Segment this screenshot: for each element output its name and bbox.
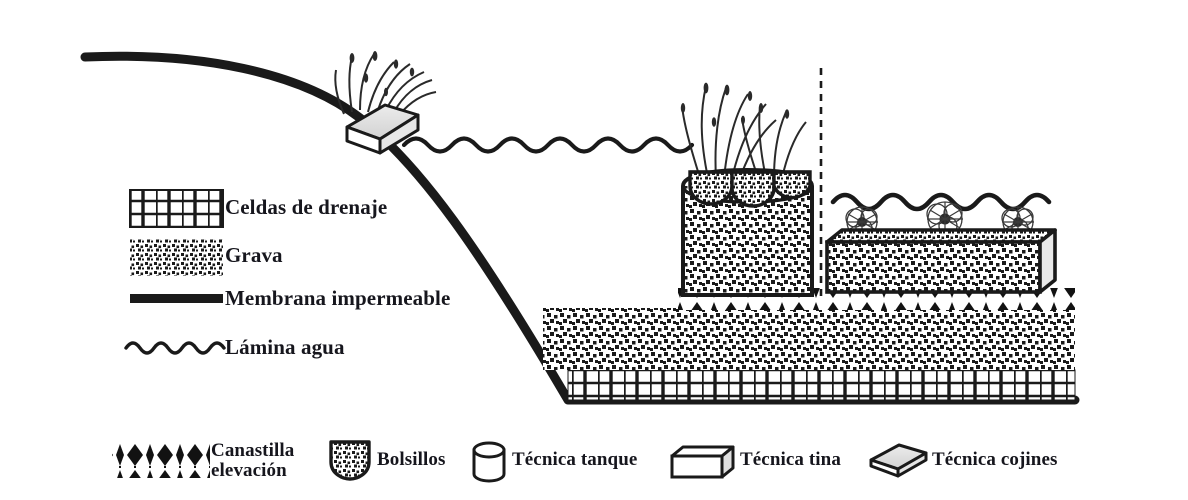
drainage-cells-layer <box>567 369 1076 401</box>
pocket-shield-icon <box>329 440 371 481</box>
cushion-element <box>334 51 437 155</box>
gravel-base-layer <box>543 308 1075 370</box>
legend-bottom-swatches <box>112 440 928 483</box>
tank-pockets <box>688 170 812 208</box>
diamond-basket-icon <box>112 442 210 478</box>
legend-item-label-lamina-agua: Lámina agua <box>225 335 345 359</box>
legend-main-swatches <box>124 189 226 355</box>
legend-item-label-bolsillos: Bolsillos <box>377 449 446 470</box>
legend-item-label-tanque: Técnica tanque <box>512 449 638 470</box>
water-line-left <box>401 136 695 154</box>
tub-element <box>825 201 1057 294</box>
legend-item-label-membrana: Membrana impermeable <box>225 286 451 310</box>
legend-item-label-canastilla-line1: Canastilla <box>211 440 295 461</box>
wave-line-icon <box>124 341 226 355</box>
tank-plants <box>680 82 807 179</box>
tank-element <box>680 82 814 297</box>
legend-item-label-cojines: Técnica cojines <box>932 449 1058 470</box>
legend-item-label-tina: Técnica tina <box>740 449 841 470</box>
thick-line-icon <box>130 294 223 303</box>
legend-item-label-canastilla-line2: elevación <box>211 460 287 481</box>
diamond-cushion-icon <box>869 443 928 478</box>
legend-item-label-grava: Grava <box>225 243 283 267</box>
cylinder-icon <box>472 441 506 483</box>
cushion-body <box>345 103 420 155</box>
box-icon <box>670 445 735 479</box>
grid-pattern-icon <box>129 189 224 228</box>
legend-item-label-celdas-drenaje: Celdas de drenaje <box>225 195 388 219</box>
gravel-pattern-icon <box>130 239 223 276</box>
